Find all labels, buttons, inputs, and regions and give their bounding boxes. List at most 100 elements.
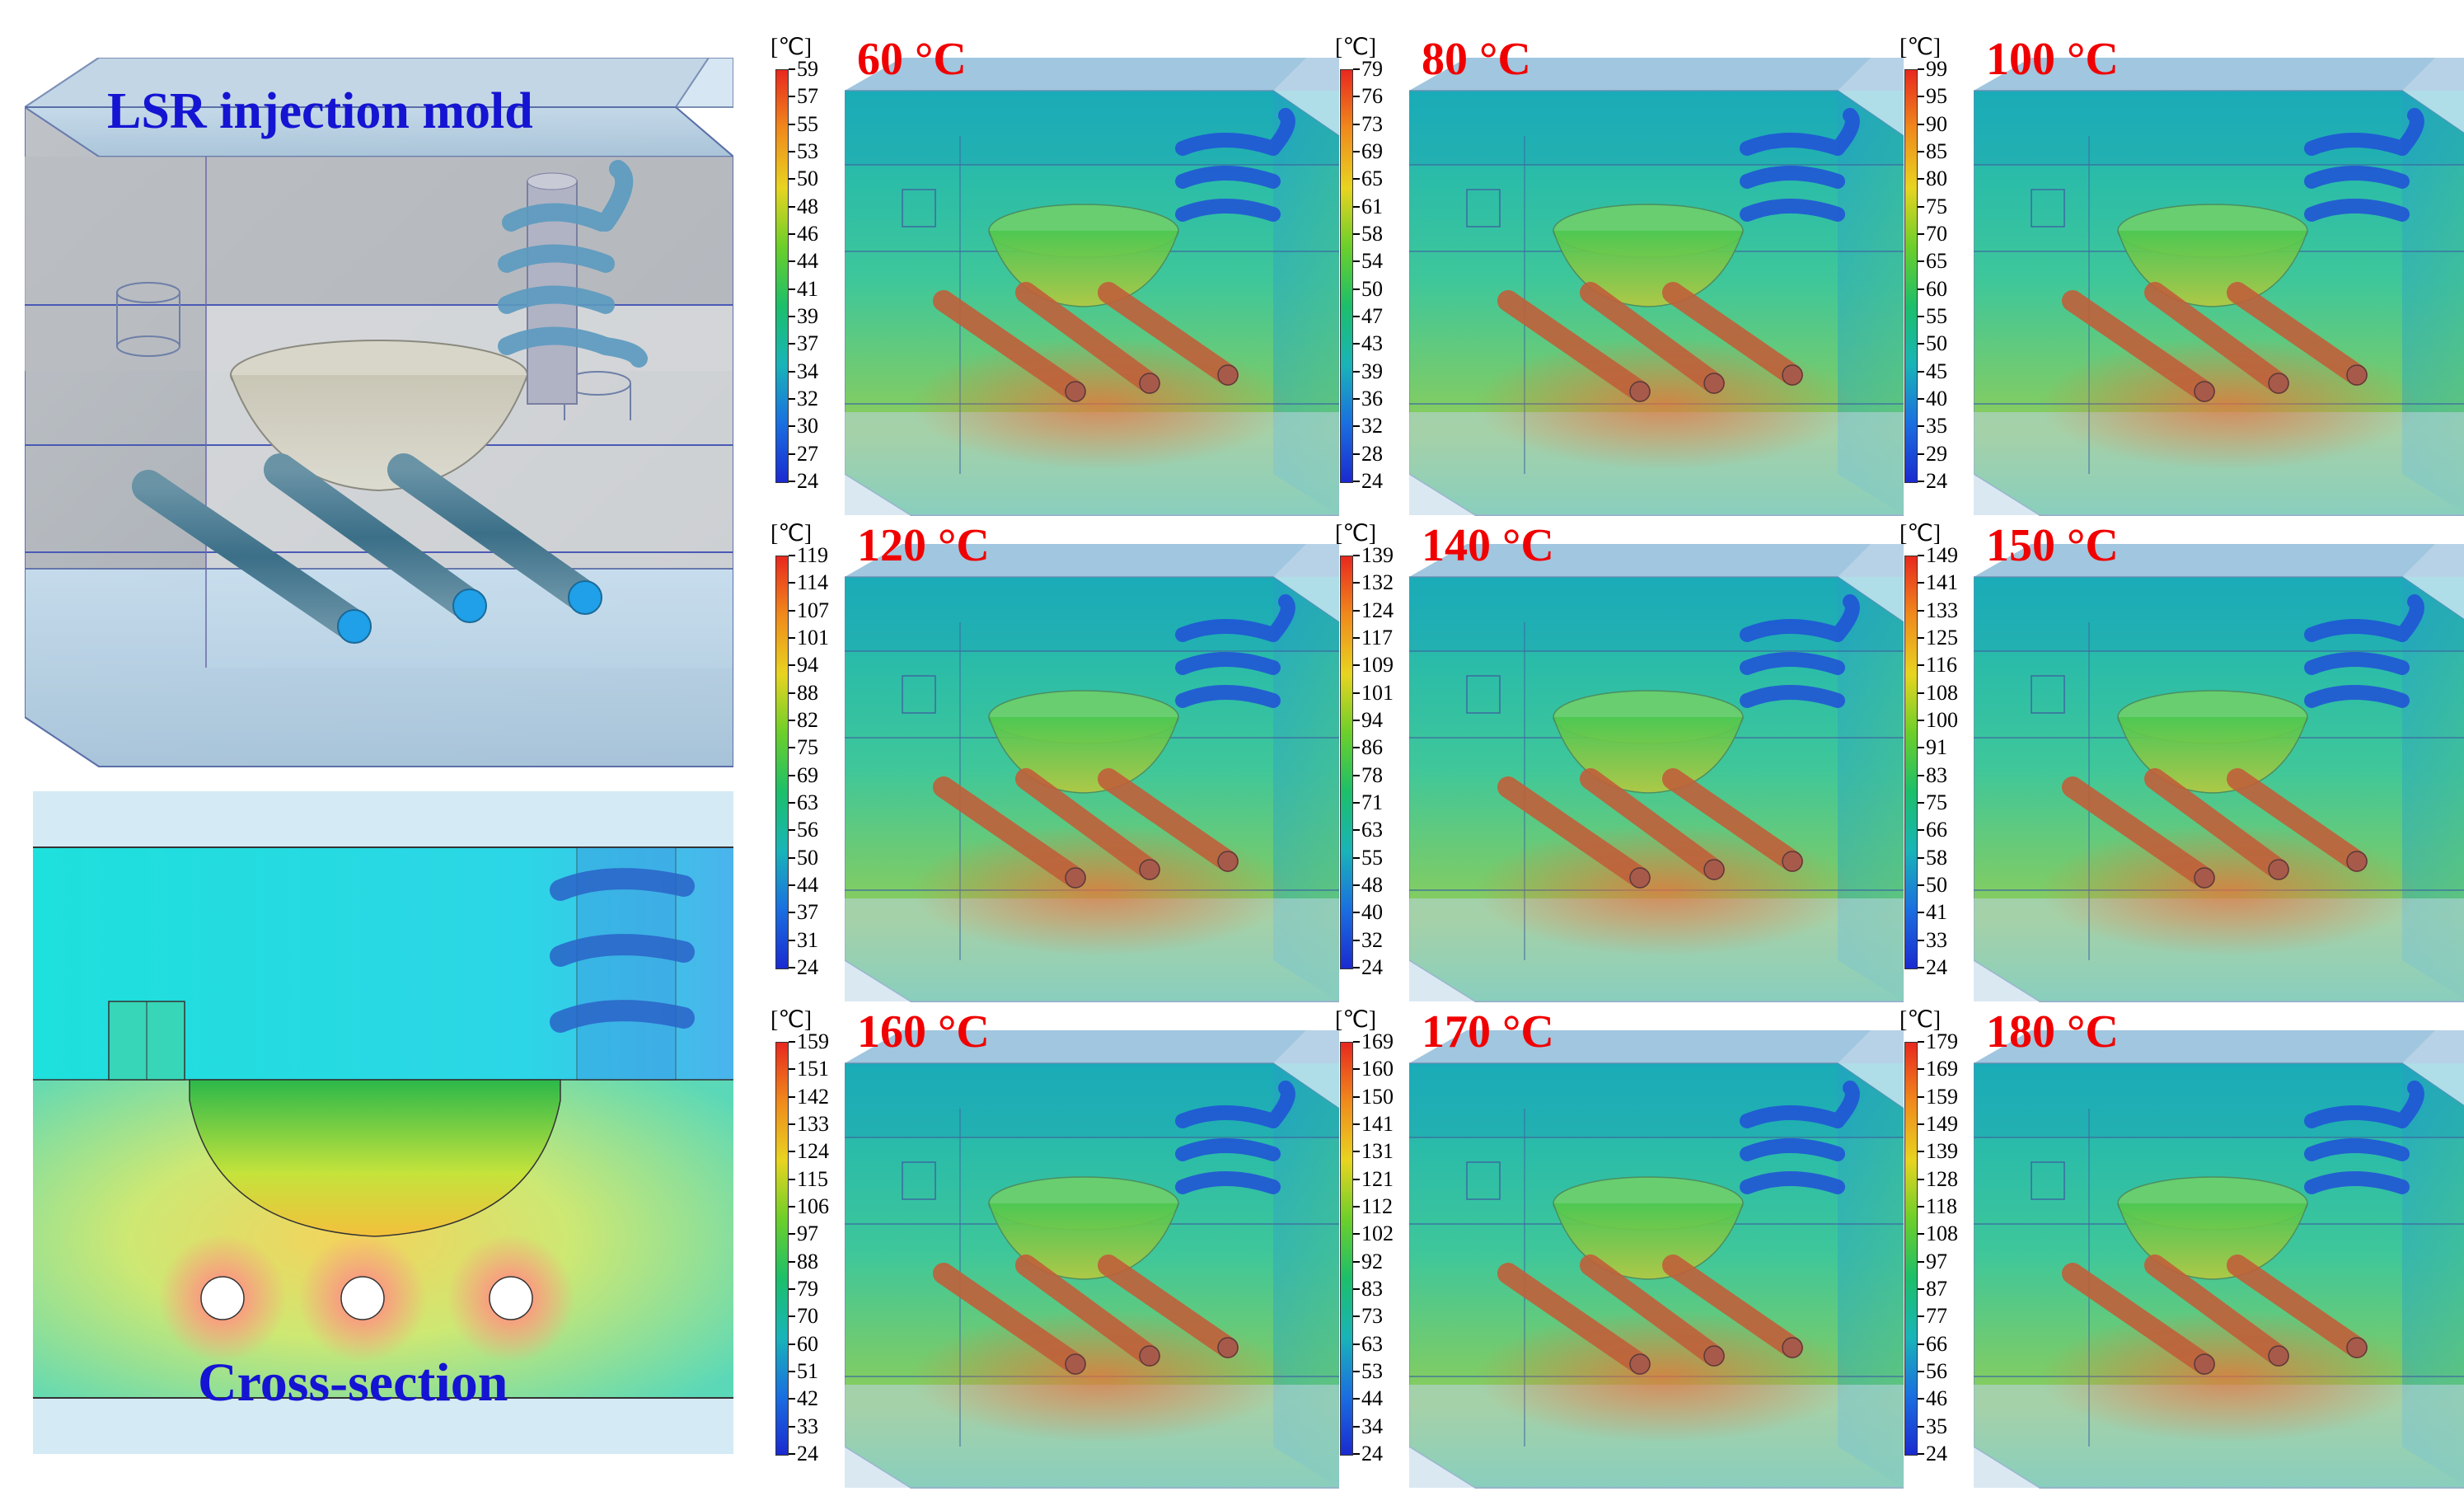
- legend-tick-mark: [789, 856, 795, 859]
- legend-tick-mark: [789, 774, 795, 776]
- legend-tick-label: 139: [1361, 543, 1394, 567]
- legend-tick-label: 46: [1926, 1386, 1947, 1411]
- thermal-mold-render: [1973, 544, 2464, 1002]
- legend-tick-label: 55: [797, 111, 818, 136]
- legend-tick-mark: [789, 1343, 795, 1345]
- legend-tick-mark: [789, 1315, 795, 1318]
- legend-tick-label: 24: [1361, 1442, 1383, 1465]
- legend-tick-mark: [1918, 1288, 1924, 1290]
- legend-tick-label: 34: [1361, 1414, 1383, 1438]
- legend-tick-label: 92: [1361, 1249, 1383, 1273]
- legend-tick-mark: [1918, 425, 1924, 428]
- legend-tick-label: 149: [1926, 1112, 1958, 1136]
- thermal-mold-render: [844, 544, 1340, 1002]
- legend-tick-label: 131: [1361, 1139, 1394, 1164]
- legend-tick-mark: [1353, 884, 1360, 886]
- legend-tick-label: 45: [1926, 359, 1947, 383]
- legend-tick-label: 24: [1361, 955, 1383, 979]
- legend-tick-mark: [1353, 343, 1360, 345]
- legend-tick-mark: [1918, 1343, 1924, 1345]
- legend-tick-mark: [789, 939, 795, 941]
- legend-tick-mark: [1353, 1315, 1360, 1318]
- legend-tick-label: 142: [797, 1084, 829, 1109]
- legend-tick-mark: [1353, 481, 1360, 482]
- legend-tick-mark: [1353, 1233, 1360, 1236]
- legend-tick-label: 34: [797, 359, 818, 383]
- legend-tick-label: 75: [1926, 790, 1947, 814]
- legend-tick-mark: [1918, 260, 1924, 263]
- legend-tick-label: 169: [1926, 1057, 1958, 1081]
- legend-tick-mark: [789, 178, 795, 181]
- legend-tick-label: 24: [797, 1442, 818, 1465]
- legend-tick-mark: [1353, 912, 1360, 914]
- legend-tick-label: 106: [797, 1194, 829, 1218]
- legend-tick-mark: [789, 370, 795, 373]
- thermal-render-wrapper: [1408, 58, 1904, 523]
- legend-tick-mark: [789, 481, 795, 482]
- legend-tick-label: 50: [797, 166, 818, 191]
- legend-tick-label: 159: [1926, 1084, 1958, 1109]
- legend-tick-mark: [1918, 1233, 1924, 1236]
- legend-tick-mark: [1918, 609, 1924, 612]
- legend-tick-mark: [789, 1233, 795, 1236]
- cross-section-title: Cross-section: [198, 1353, 508, 1413]
- legend-tick-label: 119: [797, 543, 829, 567]
- legend-tick-mark: [1918, 1178, 1924, 1180]
- legend-tick-mark: [1918, 398, 1924, 400]
- thermal-render-wrapper: [1973, 544, 2464, 1010]
- legend-tick-mark: [1353, 637, 1360, 639]
- legend-tick-label: 60: [797, 1331, 818, 1356]
- legend-tick-mark: [789, 1068, 795, 1071]
- legend-tick-mark: [789, 68, 795, 70]
- thermal-mold-render: [1973, 58, 2464, 516]
- thermal-render-wrapper: [844, 58, 1340, 523]
- legend-tick-mark: [789, 343, 795, 345]
- legend-tick-mark: [789, 747, 795, 749]
- legend-tick-mark: [789, 288, 795, 290]
- legend-tick-label: 58: [1361, 222, 1383, 246]
- legend-tick-label: 61: [1361, 194, 1383, 218]
- mold-3d-panel: LSR injection mold: [21, 57, 736, 775]
- thermal-mold-render: [844, 1030, 1340, 1489]
- legend-tick-mark: [1353, 233, 1360, 235]
- legend-tick-mark: [1918, 967, 1924, 968]
- legend-tick-label: 116: [1926, 653, 1958, 678]
- legend-tick-mark: [1353, 205, 1360, 208]
- legend-tick-label: 40: [1361, 900, 1383, 925]
- legend-tick-label: 32: [1361, 927, 1383, 952]
- legend-unit: [℃]: [1900, 1007, 1942, 1033]
- legend-tick-label: 42: [797, 1386, 818, 1411]
- legend-tick-mark: [1918, 1398, 1924, 1400]
- legend-colorbar: [1904, 556, 1918, 969]
- legend-tick-label: 31: [797, 927, 818, 952]
- legend-tick-label: 108: [1926, 1222, 1958, 1246]
- legend-tick-label: 33: [797, 1414, 818, 1438]
- legend-tick-mark: [1353, 316, 1360, 317]
- legend-tick-mark: [789, 1425, 795, 1428]
- legend-unit: [℃]: [1900, 521, 1942, 546]
- legend-tick-mark: [1353, 720, 1360, 721]
- legend-tick-label: 115: [797, 1166, 829, 1191]
- legend-tick-label: 99: [1926, 57, 1947, 81]
- legend-unit: [℃]: [1335, 1007, 1377, 1033]
- legend-tick-mark: [1353, 1041, 1360, 1043]
- legend-tick-label: 90: [1926, 111, 1947, 136]
- legend-tick-label: 87: [1926, 1277, 1947, 1301]
- legend-tick-mark: [789, 582, 795, 584]
- legend-tick-mark: [1918, 939, 1924, 941]
- legend-unit: [℃]: [1335, 35, 1377, 60]
- legend-tick-mark: [1353, 96, 1360, 98]
- legend-tick-label: 50: [1926, 331, 1947, 356]
- legend-tick-label: 50: [797, 845, 818, 870]
- legend-tick-label: 41: [797, 276, 818, 301]
- legend-tick-label: 59: [797, 57, 818, 81]
- mold-temperature-label: 140 °C: [1422, 520, 1554, 571]
- legend-tick-mark: [1918, 884, 1924, 886]
- legend-tick-mark: [1353, 967, 1360, 968]
- legend-tick-label: 73: [1361, 1304, 1383, 1329]
- legend-tick-mark: [1353, 582, 1360, 584]
- legend-tick-mark: [1918, 829, 1924, 832]
